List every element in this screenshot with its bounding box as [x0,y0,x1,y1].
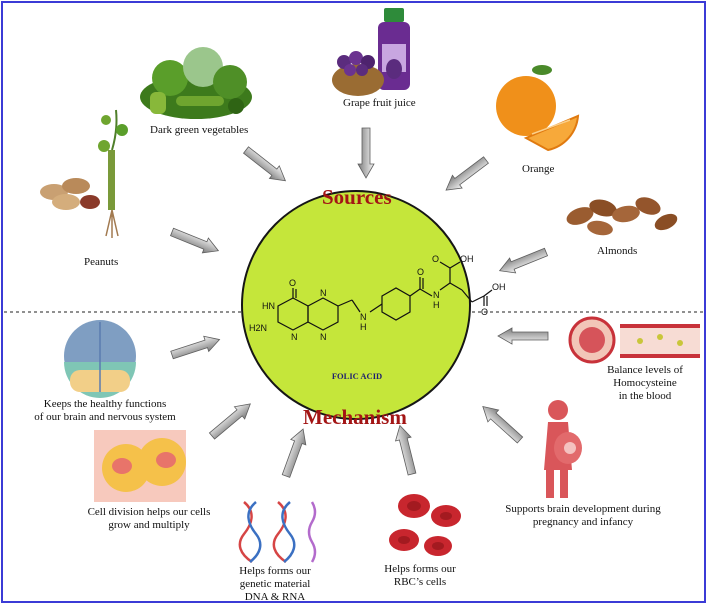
arrow-cell-division [206,397,256,443]
arrow-grape [357,127,375,179]
orange-image [496,65,580,152]
arrow-dark-green [240,143,291,188]
atom-o-amide: O [417,267,424,277]
atom-n-amide: N [433,290,440,300]
atom-n-ring3: N [320,332,327,342]
atom-o-bottom: O [481,307,488,317]
cell-division-image [94,430,186,502]
atom-n-ring1: N [291,332,298,342]
arrow-homocysteine [497,327,549,345]
folic-acid-structure [277,261,493,331]
atom-o-acid1: O [432,254,439,264]
atom-hn: HN [262,301,275,311]
folic-acid-label: FOLIC ACID [331,371,383,381]
arrow-rbc [391,423,421,477]
arrow-dna [278,425,312,480]
pregnancy-image [544,400,582,498]
rbc-image [389,494,461,556]
atom-oh-bottom: OH [492,282,506,292]
label-almonds: Almonds [597,245,638,257]
almonds-image [566,197,678,236]
label-orange: Orange [522,163,555,175]
atom-n-ring2: N [320,288,327,298]
atom-o-top: O [289,278,296,288]
arrow-orange [440,153,492,197]
vegetables-image [140,47,252,119]
sources-heading: Sources [322,185,392,209]
arrow-almonds [496,244,550,279]
atom-n-amine: N [360,312,367,322]
arrow-pregnancy [477,400,526,447]
dna-image [238,501,317,564]
label-dark-green-vegetables: Dark green vegetables [150,124,249,136]
label-peanuts: Peanuts [84,256,119,268]
label-grape-fruit-juice: Grape fruit juice [343,97,416,109]
arrow-brain [169,331,223,364]
arrow-peanuts [168,224,222,259]
atom-h-amine: H [360,322,367,332]
atom-oh-top: OH [460,254,474,264]
homocysteine-image [568,316,700,364]
grape-juice-image [332,8,410,96]
brain-image [64,320,136,398]
atom-h-amide: H [433,300,440,310]
peanuts-image [40,109,128,238]
mechanism-heading: Mechanism [303,405,407,429]
atom-h2n: H2N [249,323,267,333]
